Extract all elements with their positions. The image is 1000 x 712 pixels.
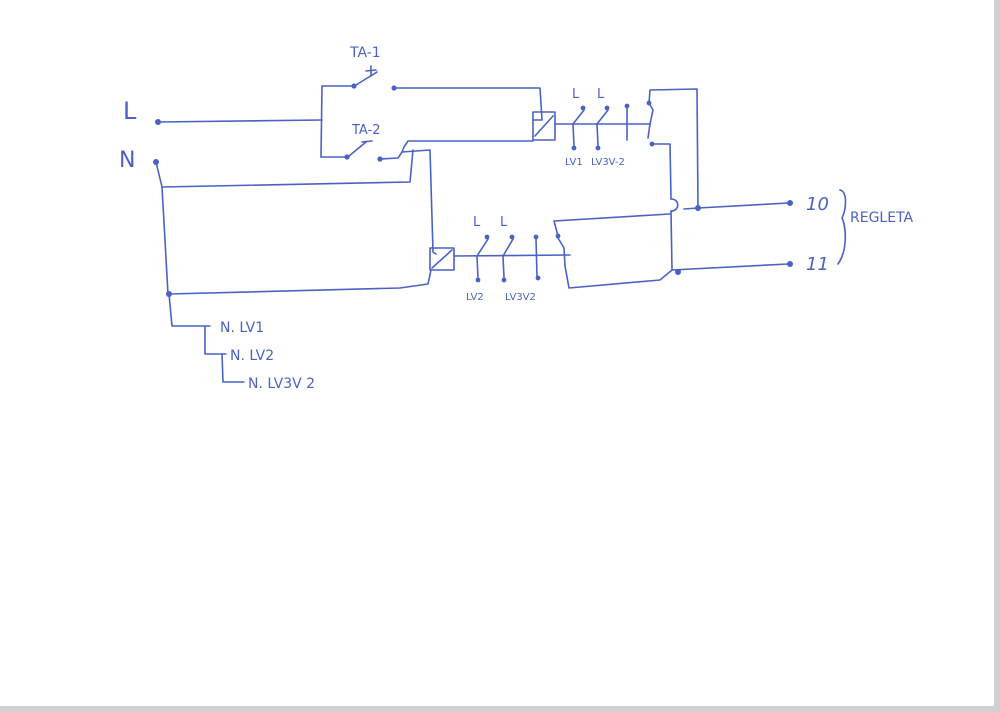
relay2-contact-c-bottom <box>535 275 541 281</box>
pushbutton-2-label: TA-2 <box>351 123 381 138</box>
relay1-contact-a-top-label: L <box>572 87 580 102</box>
relay1-coil <box>532 111 556 141</box>
output-10-terminal <box>787 200 793 206</box>
relay2-output-to-10 <box>553 207 699 237</box>
relay2-contact-a-top-label: L <box>473 215 481 230</box>
ta1-blade <box>355 71 378 86</box>
neutral-lv3v2-label: N. LV3V 2 <box>248 376 315 392</box>
neutral-lv1-label: N. LV1 <box>220 320 264 336</box>
output-11-label: 11 <box>806 254 829 275</box>
ta2-actuator <box>361 140 373 143</box>
relay2-coil-mark <box>431 249 453 269</box>
relay1-output-to-10 <box>648 88 699 209</box>
relay2-contact-b-top <box>509 234 515 240</box>
relay2-contact-d-blade <box>557 237 566 267</box>
relay2-coil <box>429 247 455 271</box>
terminal-block-label: REGLETA <box>850 210 914 226</box>
relay1-contact-a-blade <box>572 109 585 147</box>
relay2-contact-a-bottom <box>475 277 481 283</box>
relay2-contact-b-bottom <box>501 277 507 283</box>
relay1-contact-b-top-label: L <box>597 87 605 102</box>
neutral-down-wire <box>161 186 169 295</box>
relay1-contact-d-blade <box>647 102 654 139</box>
neutral-branch-lv1 <box>168 293 211 327</box>
relay1-contact-b-bottom <box>595 145 601 151</box>
terminal-block-brace <box>837 189 847 265</box>
pushbutton-common-bus <box>320 85 323 158</box>
relay2-contact-b-bottom-label: LV3V2 <box>505 292 536 303</box>
relay2-contact-a-blade <box>476 238 489 279</box>
neutral-to-relay2-coil <box>168 269 432 295</box>
relay1-contact-b-top <box>604 105 610 111</box>
neutral-top-branch <box>155 149 414 188</box>
output-11-wire <box>671 263 789 271</box>
relay1-coil-mark <box>534 115 554 137</box>
line-feed-wire <box>157 119 323 123</box>
relay1-contact-c-top <box>624 103 630 109</box>
neutral-branch-lv2 <box>204 325 227 355</box>
relay2-contact-c-top <box>533 234 539 240</box>
page-edge-right <box>994 0 1000 712</box>
relay1-output-to-11 <box>651 143 673 271</box>
line-label: L <box>123 97 137 125</box>
relay2-contact-c-blade <box>535 238 538 277</box>
relay2-output-to-11 <box>564 265 673 289</box>
relay1-coil-return-a <box>401 140 534 153</box>
pushbutton-1-label: TA-1 <box>349 45 381 61</box>
relay2-mechanical-link <box>453 254 571 257</box>
wire-crossover-hop <box>670 198 679 212</box>
neutral-branch-lv3v2 <box>221 353 245 383</box>
relay2-contact-a-top <box>484 234 490 240</box>
ta1-out-wire <box>393 87 543 121</box>
relay1-contact-b-blade <box>596 109 609 147</box>
relay2-contact-b-blade <box>502 238 514 279</box>
relay1-contact-a-bottom-label: LV1 <box>565 157 583 168</box>
relay2-contact-b-top-label: L <box>500 215 508 230</box>
ta2-out-wire <box>379 149 437 255</box>
output-11-terminal <box>787 261 793 267</box>
page-edge-bottom <box>0 706 1000 712</box>
ta2-blade <box>348 141 367 157</box>
relay1-contact-b-bottom-label: LV3V-2 <box>591 157 625 168</box>
output-10-label: 10 <box>806 194 829 215</box>
relay2-contact-a-bottom-label: LV2 <box>466 292 484 303</box>
relay1-contact-a-top <box>580 105 586 111</box>
neutral-lv2-label: N. LV2 <box>230 348 274 364</box>
output-10-wire <box>697 202 789 209</box>
relay1-contact-a-bottom <box>571 145 577 151</box>
ta1-actuator <box>365 65 377 77</box>
neutral-label: N <box>119 148 135 173</box>
